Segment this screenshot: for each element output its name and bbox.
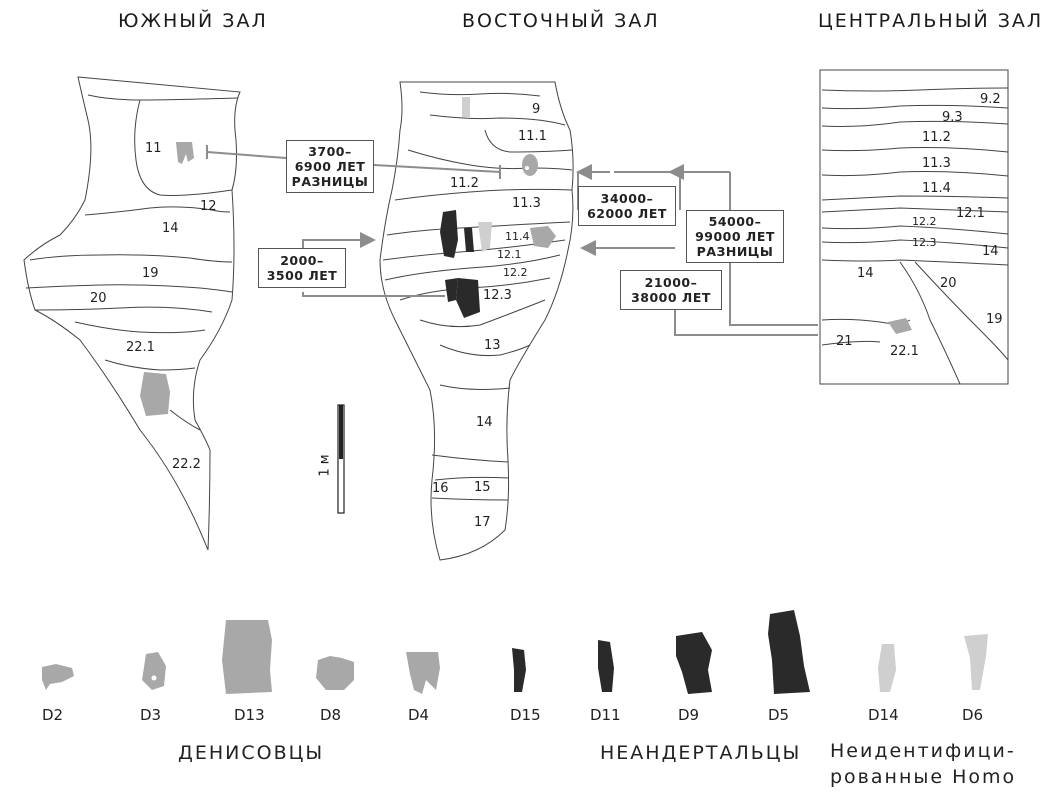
date-box-line: 3500 ЛЕТ — [266, 268, 338, 283]
specimen-label-d13: D13 — [234, 706, 265, 724]
group-label-unidentified-line2: рованные Homo — [830, 766, 1017, 788]
east-layer-label: 11.3 — [512, 196, 541, 211]
central-layer-label: 22.1 — [890, 344, 919, 359]
east-grey-blob-fossil — [530, 226, 556, 248]
east-light-fossil — [478, 222, 492, 252]
specimen-d9 — [676, 632, 712, 694]
south-layer-label: 14 — [162, 221, 179, 236]
south-layer-label: 20 — [90, 291, 107, 306]
specimen-d6 — [964, 634, 988, 690]
specimen-label-d5: D5 — [768, 706, 790, 724]
specimen-silhouettes — [42, 610, 988, 694]
date-box-34000-62000: 34000– 62000 ЛЕТ — [578, 186, 676, 226]
date-box-21000-38000: 21000– 38000 ЛЕТ — [620, 270, 722, 310]
specimen-label-d6: D6 — [962, 706, 984, 724]
central-hall-section — [819, 69, 1009, 385]
east-layer-label: 11.1 — [518, 129, 547, 144]
central-layer-label: 20 — [940, 276, 957, 291]
date-box-2000-3500: 2000– 3500 ЛЕТ — [258, 248, 346, 288]
specimen-label-d8: D8 — [320, 706, 342, 724]
specimen-d4 — [406, 652, 440, 694]
central-layer-label: 12.2 — [912, 215, 937, 228]
scale-bar-label: 1 м — [317, 454, 333, 477]
east-layer-label: 12.1 — [497, 248, 522, 261]
date-box-line: 2000– — [280, 253, 324, 268]
central-layer-label: 21 — [836, 334, 853, 349]
south-layer-label: 19 — [142, 266, 159, 281]
central-layer-label: 11.2 — [922, 130, 951, 145]
date-box-line: 3700– — [308, 144, 352, 159]
east-black-fossil-3 — [445, 278, 458, 302]
specimen-d5 — [768, 610, 810, 694]
east-layer-label: 9 — [532, 102, 541, 117]
group-label-neanderthals: НЕАНДЕРТАЛЬЦЫ — [600, 742, 802, 764]
east-layer-label: 11.4 — [505, 230, 530, 243]
central-layer-label: 19 — [986, 312, 1003, 327]
east-black-fossil-4 — [456, 278, 480, 318]
east-hall-title: ВОСТОЧНЫЙ ЗАЛ — [462, 10, 660, 32]
east-layer-label: 17 — [474, 515, 491, 530]
east-layer-label: 12.2 — [503, 266, 528, 279]
date-box-line: 38000 ЛЕТ — [631, 290, 711, 305]
central-layer-label: 9.2 — [980, 92, 1001, 107]
south-tooth-fossil — [176, 142, 194, 164]
date-box-3700-6900: 3700– 6900 ЛЕТ РАЗНИЦЫ — [286, 140, 374, 193]
central-layer-label: 12.3 — [912, 236, 937, 249]
date-box-line: 54000– — [708, 214, 762, 229]
east-black-fossil-1 — [440, 210, 458, 258]
central-layer-label: 9.3 — [942, 110, 963, 125]
date-box-line: 6900 ЛЕТ — [294, 159, 366, 174]
east-round-fossil — [522, 154, 538, 176]
east-black-fossil-2 — [464, 228, 474, 252]
date-box-line: 99000 ЛЕТ — [695, 229, 775, 244]
south-hall-title: ЮЖНЫЙ ЗАЛ — [118, 10, 268, 32]
specimen-label-d9: D9 — [678, 706, 700, 724]
central-layer-label: 11.4 — [922, 181, 951, 196]
east-layer-label: 13 — [484, 338, 501, 353]
east-layer-label: 11.2 — [450, 176, 479, 191]
south-hall-section — [23, 76, 241, 551]
date-box-line: 62000 ЛЕТ — [587, 206, 667, 221]
specimen-label-d3: D3 — [140, 706, 162, 724]
east-small-grey-fossil — [462, 97, 470, 117]
specimen-label-d14: D14 — [868, 706, 899, 724]
specimen-label-d11: D11 — [590, 706, 621, 724]
south-layer-label: 12 — [200, 199, 217, 214]
central-hall-title: ЦЕНТРАЛЬНЫЙ ЗАЛ — [818, 10, 1044, 32]
group-label-unidentified-line1: Неидентифици- — [830, 740, 1016, 762]
specimen-d14 — [878, 644, 896, 692]
date-box-line: 21000– — [644, 275, 698, 290]
south-layer-label: 11 — [145, 141, 162, 156]
east-layer-label: 15 — [474, 480, 491, 495]
south-layer-label: 22.1 — [126, 340, 155, 355]
date-box-line: РАЗНИЦЫ — [291, 174, 369, 189]
east-layer-label: 16 — [432, 481, 449, 496]
central-layer-label: 11.3 — [922, 156, 951, 171]
central-layer-label: 14 — [982, 244, 999, 259]
specimen-d15 — [512, 648, 526, 692]
specimen-label-d15: D15 — [510, 706, 541, 724]
specimen-d3 — [142, 652, 166, 690]
central-fossil — [888, 318, 912, 334]
date-box-line: РАЗНИЦЫ — [696, 244, 774, 259]
south-layer-label: 22.2 — [172, 457, 201, 472]
specimen-d2 — [42, 664, 74, 690]
section-fossils — [140, 97, 912, 416]
specimen-label-d4: D4 — [408, 706, 430, 724]
specimen-label-d2: D2 — [42, 706, 64, 724]
central-layer-label: 12.1 — [956, 206, 985, 221]
specimen-d13 — [222, 620, 272, 694]
south-large-fossil — [140, 372, 170, 416]
specimen-d11 — [598, 640, 614, 692]
specimen-d8 — [316, 656, 354, 690]
group-label-denisovans: ДЕНИСОВЦЫ — [178, 742, 325, 764]
date-box-line: 34000– — [600, 191, 654, 206]
scale-bar — [337, 404, 345, 514]
east-layer-label: 12.3 — [483, 288, 512, 303]
east-layer-label: 14 — [476, 415, 493, 430]
central-layer-label: 14 — [857, 266, 874, 281]
date-box-54000-99000: 54000– 99000 ЛЕТ РАЗНИЦЫ — [686, 210, 784, 263]
